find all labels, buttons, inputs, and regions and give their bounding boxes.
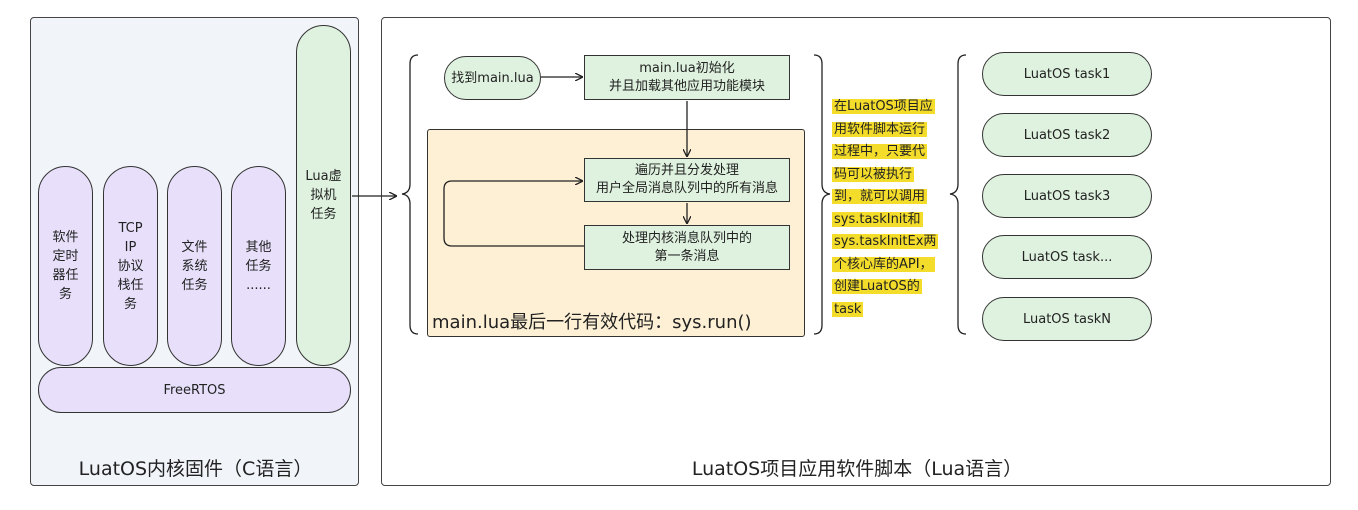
app-script-caption: LuatOS项目应用软件脚本（Lua语言） bbox=[691, 458, 1023, 480]
luatos-task-n: LuatOS taskN bbox=[982, 297, 1152, 341]
luatos-task-2-label: LuatOS task2 bbox=[1023, 127, 1111, 143]
task-lua-vm-label: Lua虚 拟机 任务 bbox=[305, 169, 342, 222]
dispatch-messages-box: 遍历并且分发处理 用户全局消息队列中的所有消息 bbox=[584, 158, 790, 202]
luatos-task-3-label: LuatOS task3 bbox=[1023, 188, 1111, 204]
task-filesystem: 文件 系统 任务 bbox=[167, 166, 222, 366]
find-main-lua-label: 找到main.lua bbox=[451, 70, 534, 86]
luatos-task-ellipsis-label: LuatOS task... bbox=[1021, 249, 1113, 265]
tasks-open-brace bbox=[949, 54, 967, 335]
main-lua-init-label: main.lua初始化 并且加载其他应用功能模块 bbox=[608, 60, 765, 94]
luatos-task-3: LuatOS task3 bbox=[982, 174, 1152, 218]
kernel-firmware-caption: LuatOS内核固件（C语言） bbox=[78, 458, 313, 480]
note-line-6: sys.taskInit和 bbox=[832, 211, 923, 227]
task-software-timer-label: 软件 定时 器任 务 bbox=[52, 230, 79, 302]
luatos-task-1: LuatOS task1 bbox=[982, 52, 1152, 96]
task-creation-note: 在LuatOS项目应 用软件脚本运行 过程中，只要代 码可以被执行 到，就可以调… bbox=[832, 95, 950, 320]
task-software-timer: 软件 定时 器任 务 bbox=[38, 166, 93, 366]
freertos-label: FreeRTOS bbox=[163, 382, 226, 398]
note-line-1: 在LuatOS项目应 bbox=[832, 99, 935, 114]
task-others-label: 其他 任务 ...... bbox=[245, 239, 272, 293]
note-line-4: 码可以被执行 bbox=[832, 166, 915, 182]
sys-run-caption: main.lua最后一行有效代码：sys.run() bbox=[432, 312, 752, 333]
note-line-5: 到，就可以调用 bbox=[832, 189, 928, 204]
loop-back-arrow bbox=[443, 181, 584, 247]
luatos-task-1-label: LuatOS task1 bbox=[1023, 66, 1111, 82]
main-lua-init-box: main.lua初始化 并且加载其他应用功能模块 bbox=[584, 55, 790, 100]
flow-close-brace bbox=[813, 54, 831, 335]
task-lua-vm: Lua虚 拟机 任务 bbox=[296, 25, 351, 366]
freertos-bar: FreeRTOS bbox=[38, 367, 351, 413]
task-tcpip-stack-label: TCP IP 协议 栈任 务 bbox=[117, 220, 144, 312]
task-others: 其他 任务 ...... bbox=[231, 166, 286, 366]
note-line-2: 用软件脚本运行 bbox=[832, 121, 928, 137]
dispatch-messages-label: 遍历并且分发处理 用户全局消息队列中的所有消息 bbox=[595, 163, 778, 196]
flow-open-brace bbox=[401, 54, 419, 335]
kernel-message-box: 处理内核消息队列中的 第一条消息 bbox=[584, 225, 790, 270]
task-filesystem-label: 文件 系统 任务 bbox=[181, 239, 208, 293]
note-line-8: 个核心库的API， bbox=[832, 256, 935, 272]
note-line-7: sys.taskInitEx两 bbox=[832, 234, 939, 249]
luatos-task-2: LuatOS task2 bbox=[982, 113, 1152, 157]
luatos-task-ellipsis: LuatOS task... bbox=[982, 235, 1152, 279]
kernel-message-label: 处理内核消息队列中的 第一条消息 bbox=[621, 230, 752, 264]
note-line-10: task bbox=[832, 301, 864, 317]
luatos-task-n-label: LuatOS taskN bbox=[1022, 311, 1112, 327]
note-line-9: 创建LuatOS的 bbox=[832, 279, 922, 294]
task-tcpip-stack: TCP IP 协议 栈任 务 bbox=[103, 166, 158, 366]
note-line-3: 过程中，只要代 bbox=[832, 144, 928, 159]
find-main-lua: 找到main.lua bbox=[444, 56, 541, 100]
